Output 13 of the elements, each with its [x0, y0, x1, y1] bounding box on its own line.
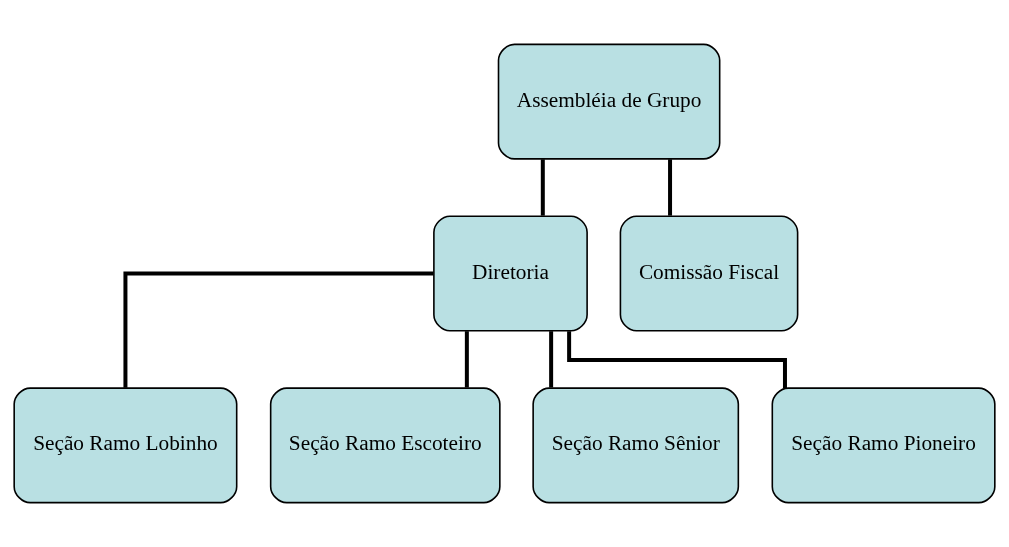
- node-box: Assembléia de Grupo: [497, 43, 721, 160]
- connector: [540, 159, 545, 216]
- node-box: Diretoria: [433, 215, 588, 332]
- node-box: Seção Ramo Pioneiro: [771, 387, 996, 504]
- node-box: Comissão Fiscal: [619, 215, 799, 332]
- connector: [567, 331, 787, 389]
- connector: [123, 271, 434, 388]
- node-box: Seção Ramo Lobinho: [13, 387, 238, 504]
- node-box: Seção Ramo Sênior: [532, 387, 740, 504]
- node-box: Seção Ramo Escoteiro: [269, 387, 501, 504]
- connector: [549, 331, 554, 388]
- connector: [668, 159, 673, 216]
- connector: [464, 331, 469, 388]
